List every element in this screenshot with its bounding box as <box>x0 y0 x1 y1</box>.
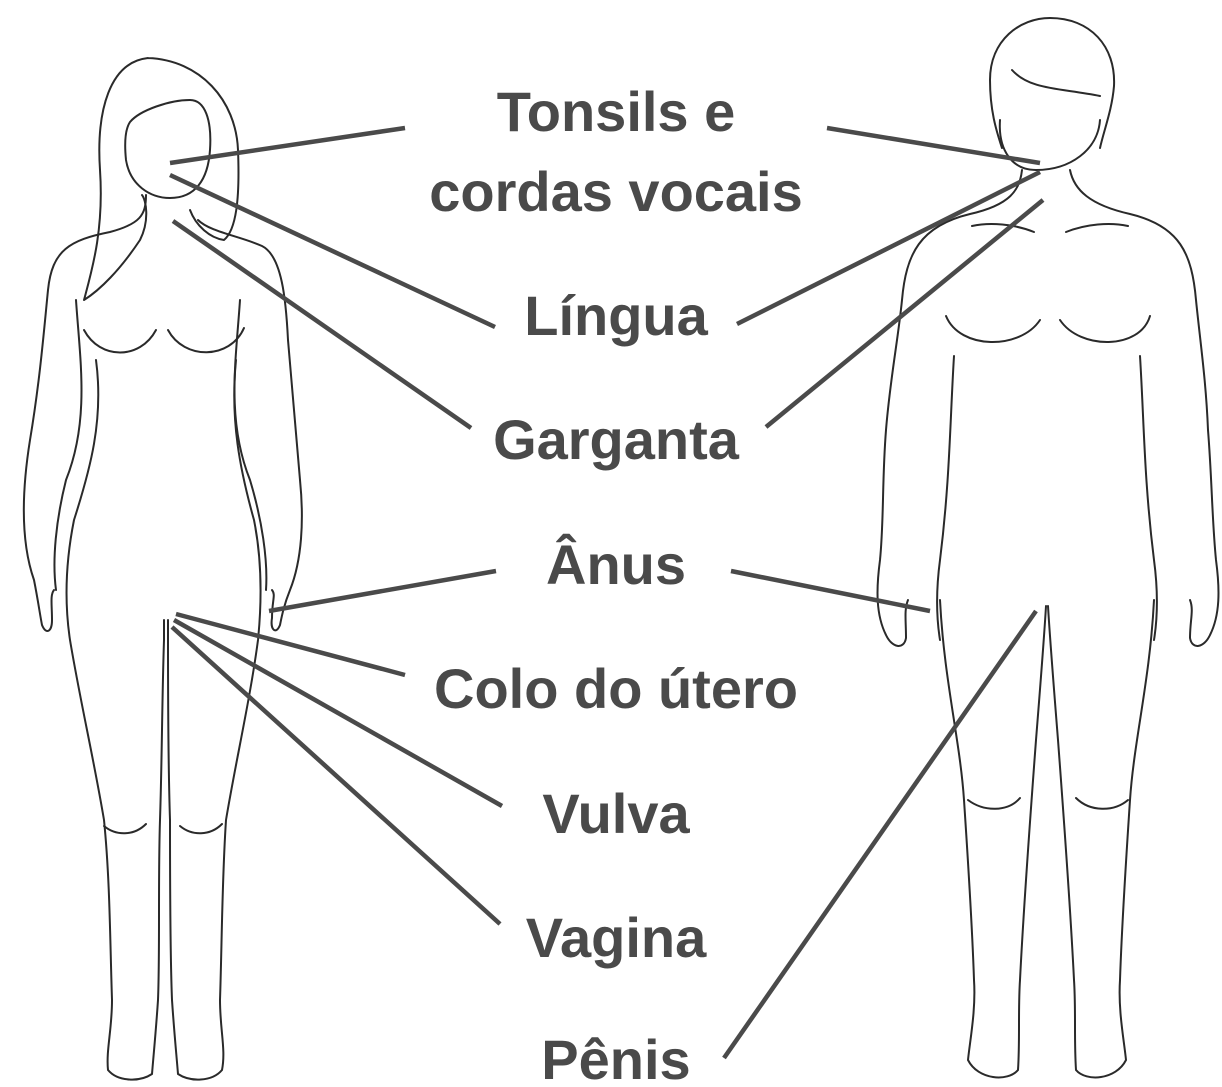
female-arm-right-inner <box>233 299 268 591</box>
leader-garganta-male <box>764 198 1045 429</box>
label-vagina: Vagina <box>526 906 707 969</box>
leader-lines <box>169 125 1045 1060</box>
labels: Tonsils e cordas vocais Língua Garganta … <box>429 80 803 1087</box>
female-torso-left <box>22 194 147 632</box>
leader-lingua-female <box>169 172 496 330</box>
leader-vulva <box>172 618 504 808</box>
label-colo-do-utero: Colo do útero <box>434 657 798 720</box>
female-arm-left-inner <box>53 299 83 591</box>
male-arm-right-inner <box>1139 355 1158 641</box>
leader-lingua-male <box>735 169 1042 327</box>
female-torso-right <box>197 219 303 632</box>
leader-anus-female <box>268 568 497 614</box>
female-figure <box>22 57 303 1081</box>
male-figure <box>876 17 1220 1079</box>
male-torso-left <box>876 169 1023 647</box>
label-lingua: Língua <box>524 284 708 347</box>
leader-vagina <box>170 625 502 926</box>
male-collarbones <box>971 223 1129 233</box>
label-tonsils-line2: cordas vocais <box>429 160 803 223</box>
female-chest <box>83 327 245 354</box>
label-tonsils-line1: Tonsils e <box>497 80 736 143</box>
label-garganta: Garganta <box>493 408 740 471</box>
label-vulva: Vulva <box>542 782 690 845</box>
male-chest <box>945 315 1151 343</box>
label-penis: Pênis <box>541 1028 690 1087</box>
leader-tonsils-female <box>169 125 406 166</box>
male-hair <box>989 17 1116 149</box>
male-body-outline <box>939 599 1155 1079</box>
male-face <box>998 119 1101 171</box>
female-hair <box>83 57 240 301</box>
leader-anus-male <box>730 568 931 614</box>
leader-penis <box>722 609 1038 1060</box>
male-knees <box>967 797 1129 810</box>
female-knees <box>103 823 223 835</box>
label-anus: Ânus <box>546 533 686 596</box>
leader-garganta-female <box>171 219 473 430</box>
female-face <box>124 99 212 199</box>
leader-tonsils-male <box>826 125 1041 166</box>
male-arm-left-inner <box>936 355 955 641</box>
female-body-outline <box>65 359 262 1081</box>
leader-colo-do-utero <box>175 611 406 678</box>
male-torso-right <box>1069 169 1220 647</box>
